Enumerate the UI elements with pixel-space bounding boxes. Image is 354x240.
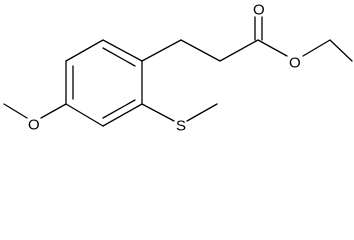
chain-bond-2 (180, 39, 221, 62)
ethyl-bond (329, 39, 353, 62)
molecule-diagram: O O O S (3, 2, 353, 135)
carbonyl-oxygen-label: O (253, 2, 265, 19)
thio-bond-2 (186, 103, 218, 122)
sulfur-label: S (176, 118, 186, 135)
thio-bond-1 (141, 103, 175, 122)
ester-oxygen-label: O (289, 55, 301, 72)
ester-bond-2 (302, 39, 331, 57)
ring-bond-3 (102, 103, 143, 127)
methylthio-group (141, 103, 218, 122)
ring-inner-bond-1 (102, 47, 136, 67)
methoxy-bond-1 (40, 103, 67, 119)
methoxy-group (3, 103, 67, 119)
ring-bond-6 (65, 39, 104, 62)
methoxy-oxygen-label: O (28, 117, 40, 134)
methoxy-bond-2 (3, 103, 28, 119)
benzene-ring (65, 39, 143, 127)
propanoate-chain (141, 16, 353, 62)
chain-bond-3 (219, 39, 259, 62)
ring-inner-bond-2 (102, 99, 136, 119)
chain-bond-1 (141, 39, 182, 62)
ring-bond-1 (102, 39, 143, 62)
ring-bond-4 (65, 103, 104, 127)
ester-bond-1 (257, 39, 288, 57)
